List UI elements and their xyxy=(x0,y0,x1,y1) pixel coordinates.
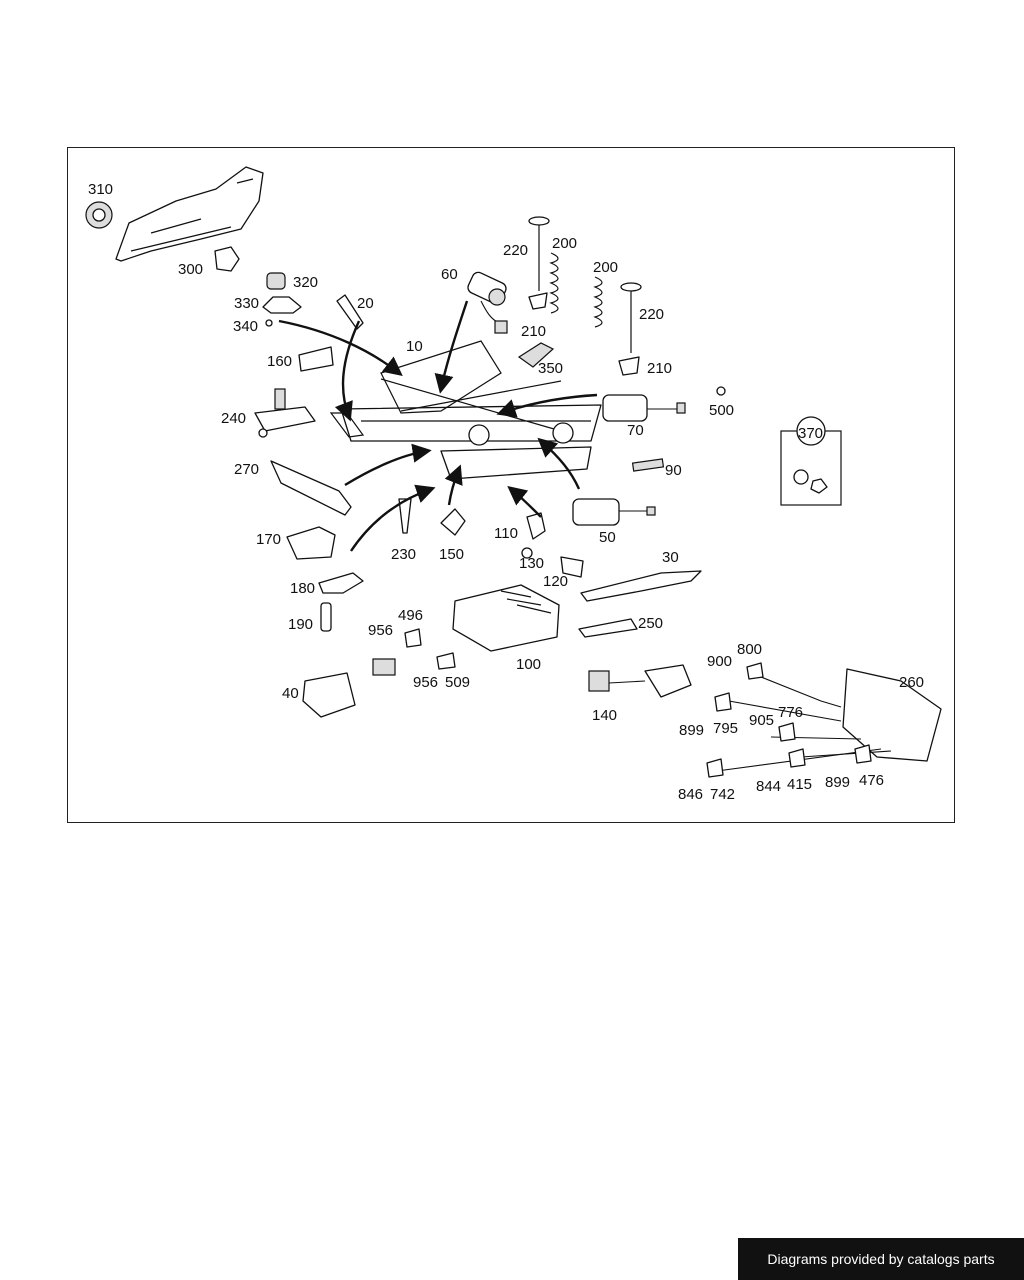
callout: 30 xyxy=(662,549,679,566)
arrow xyxy=(344,443,432,487)
callout: 190 xyxy=(288,616,313,633)
arrow xyxy=(434,300,469,394)
callout: 70 xyxy=(627,422,644,439)
callout: 150 xyxy=(439,546,464,563)
callout: 956 xyxy=(413,674,438,691)
callout: 500 xyxy=(709,402,734,419)
part-160 xyxy=(298,346,334,372)
callout: 270 xyxy=(234,461,259,478)
callout: 110 xyxy=(494,525,518,542)
part-40 xyxy=(302,658,396,718)
callout: 509 xyxy=(445,674,470,691)
callout: 120 xyxy=(543,573,568,590)
callout: 742 xyxy=(710,786,735,803)
callout: 340 xyxy=(233,318,258,335)
callout: 476 xyxy=(859,772,884,789)
callout: 300 xyxy=(178,261,203,278)
callout: 170 xyxy=(256,531,281,548)
arrow xyxy=(350,484,436,552)
part-110-130-120 xyxy=(521,512,584,578)
callout: 10 xyxy=(406,338,423,355)
part-270-rail xyxy=(270,460,352,516)
callout: 230 xyxy=(391,546,416,563)
callout: 50 xyxy=(599,529,616,546)
callout: 200 xyxy=(593,259,618,276)
callout: 60 xyxy=(441,266,458,283)
callout: 330 xyxy=(234,295,259,312)
arrow xyxy=(334,320,361,422)
part-250 xyxy=(578,618,638,638)
callout: 160 xyxy=(267,353,292,370)
callout: 240 xyxy=(221,410,246,427)
arrow xyxy=(496,393,598,418)
callout: 795 xyxy=(713,720,738,737)
part-spring-set-left xyxy=(528,216,559,314)
callout: 776 xyxy=(778,704,803,721)
callout: 180 xyxy=(290,580,315,597)
parts-diagram: 310 300 320 330 340 20 60 220 200 210 20… xyxy=(85,166,942,803)
arrow xyxy=(278,319,403,376)
callout: 956 xyxy=(368,622,393,639)
callout: 310 xyxy=(88,181,113,198)
callout: 220 xyxy=(639,306,664,323)
callout: 370 xyxy=(798,425,823,442)
credit-banner: Diagrams provided by catalogs parts xyxy=(738,1238,1024,1280)
part-motor-50 xyxy=(572,498,656,526)
callout: 900 xyxy=(707,653,732,670)
part-spring-set-right xyxy=(593,276,642,376)
part-lever xyxy=(336,294,364,330)
callout: 140 xyxy=(592,707,617,724)
callout: 90 xyxy=(665,462,682,479)
part-90 xyxy=(631,458,665,472)
callout: 846 xyxy=(678,786,703,803)
part-motor-60 xyxy=(467,271,508,334)
part-small-connectors xyxy=(404,628,456,670)
part-clip-group xyxy=(262,272,302,327)
callout: 220 xyxy=(503,242,528,259)
part-140 xyxy=(588,664,692,698)
callout: 130 xyxy=(519,555,544,572)
callout: 350 xyxy=(538,360,563,377)
callout: 415 xyxy=(787,776,812,793)
callout: 260 xyxy=(899,674,924,691)
arrow xyxy=(537,437,581,490)
callout: 496 xyxy=(398,607,423,624)
callout: 200 xyxy=(552,235,577,252)
callout: 100 xyxy=(516,656,541,673)
arrow xyxy=(507,486,542,518)
part-240 xyxy=(254,388,316,438)
arrow xyxy=(444,464,463,506)
part-motor-70 xyxy=(602,394,686,422)
callout: 20 xyxy=(357,295,374,312)
callout: 800 xyxy=(737,641,762,658)
part-170-180-190 xyxy=(286,526,364,632)
part-500 xyxy=(716,386,726,396)
callout: 905 xyxy=(749,712,774,729)
part-seat-side-trim xyxy=(85,166,264,272)
callout: 844 xyxy=(756,778,781,795)
callout: 210 xyxy=(647,360,672,377)
part-260-harness xyxy=(706,662,942,778)
callout: 210 xyxy=(521,323,546,340)
callout: 899 xyxy=(679,722,704,739)
diagram-frame: 310 300 320 330 340 20 60 220 200 210 20… xyxy=(67,147,955,823)
callout: 899 xyxy=(825,774,850,791)
callout: 320 xyxy=(293,274,318,291)
callout: 250 xyxy=(638,615,663,632)
callout: 40 xyxy=(282,685,299,702)
part-350 xyxy=(517,342,555,368)
part-30-bracket xyxy=(580,570,702,602)
part-control-unit xyxy=(452,584,560,652)
part-screw-and-knob xyxy=(398,498,466,536)
part-370-kit xyxy=(780,416,842,506)
